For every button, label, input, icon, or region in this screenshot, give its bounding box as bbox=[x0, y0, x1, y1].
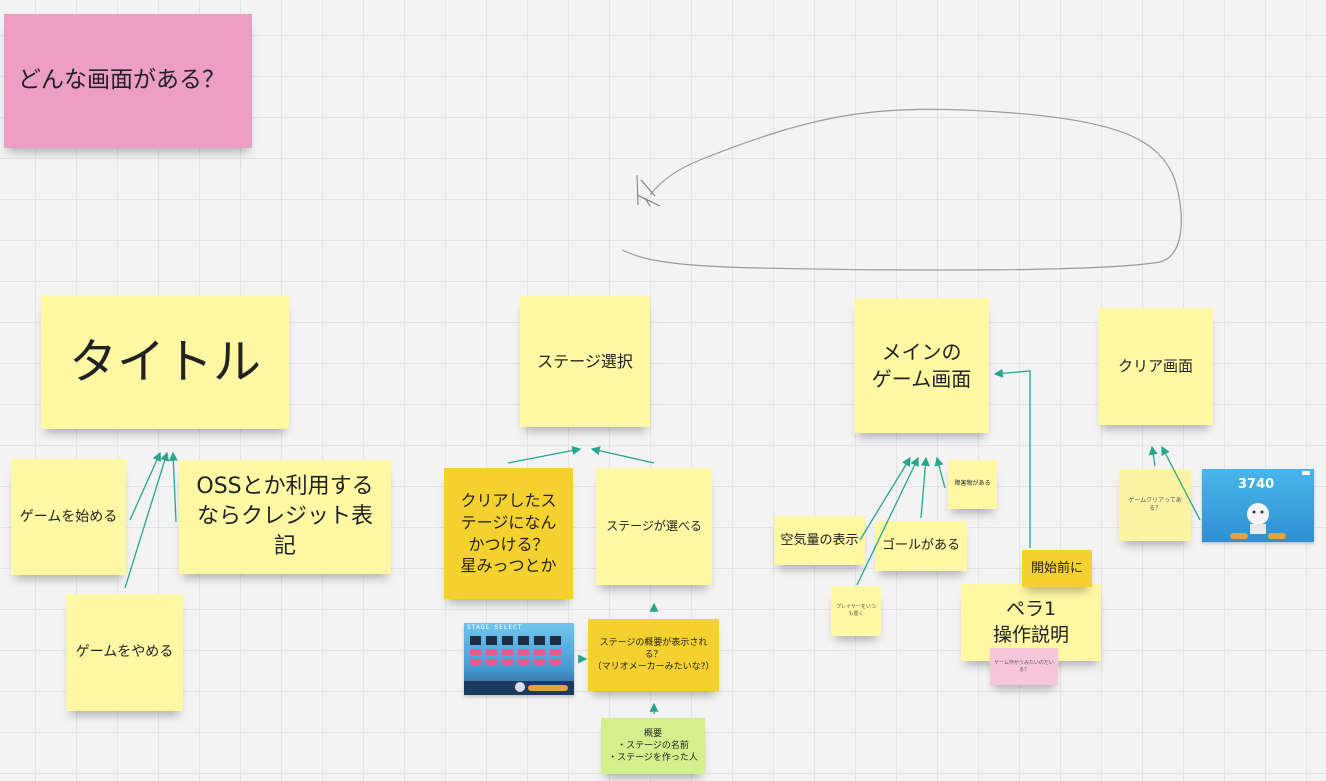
note-clear-screen[interactable]: クリア画面 bbox=[1098, 308, 1213, 425]
connector-cleared-to-stage bbox=[507, 446, 582, 464]
connector-quit-to-title bbox=[124, 451, 170, 589]
note-cleared-mark[interactable]: クリアしたス テージになん かつける？ 星みっつとか bbox=[444, 468, 573, 599]
note-air-display[interactable]: 空気量の表示 bbox=[774, 516, 865, 565]
note-stage-select[interactable]: ステージ選択 bbox=[520, 296, 650, 427]
stage-select-screenshot-title: STAGE SELECT bbox=[467, 624, 523, 631]
note-obstacle[interactable]: 障害物がある bbox=[948, 460, 997, 509]
note-stage-choose[interactable]: ステージが選べる bbox=[596, 468, 712, 585]
clear-score: 3740 bbox=[1238, 477, 1275, 492]
character-icon bbox=[1230, 471, 1310, 539]
note-quit-game[interactable]: ゲームをやめる bbox=[66, 594, 183, 711]
clear-screen-screenshot[interactable]: 3740 bbox=[1202, 469, 1314, 542]
note-start-game[interactable]: ゲームを始める bbox=[11, 459, 126, 575]
connector-choose-to-stage bbox=[590, 446, 655, 464]
stage-grid-icon bbox=[464, 636, 574, 695]
note-stage-overview[interactable]: ステージの概要が表示される？ （マリオメーカーみたいな?） bbox=[588, 619, 719, 691]
connector-start-to-title bbox=[129, 451, 161, 521]
connector-credit-to-title bbox=[168, 451, 178, 523]
connector-air-to-main bbox=[859, 456, 911, 541]
note-main-game[interactable]: メインの ゲーム画面 bbox=[854, 298, 989, 433]
connector-player-to-main bbox=[856, 456, 919, 586]
connector-clearq-to-clear bbox=[1148, 445, 1158, 467]
connector-before-to-main bbox=[993, 368, 1031, 548]
note-pink-small[interactable]: ゲーム作がうみたいのだいる？ bbox=[990, 648, 1058, 685]
stage-select-screenshot[interactable]: STAGE SELECT bbox=[464, 623, 574, 695]
connector-thumb-to-clear bbox=[1161, 445, 1201, 521]
note-goal[interactable]: ゴールがある bbox=[875, 521, 967, 571]
note-before-start[interactable]: 開始前に bbox=[1022, 550, 1092, 587]
note-title[interactable]: タイトル bbox=[41, 295, 289, 429]
note-oss-credit[interactable]: OSSとか利用する ならクレジット表 記 bbox=[179, 460, 391, 574]
note-question[interactable]: どんな画面がある？ bbox=[4, 14, 252, 148]
note-summary[interactable]: 概要 ・ステージの名前 ・ステージを作った人 bbox=[601, 718, 705, 774]
note-player-small[interactable]: プレイヤーをいつも置く bbox=[831, 586, 881, 636]
connector-goal-to-main bbox=[920, 456, 930, 519]
connector-obstacle-to-main bbox=[934, 456, 946, 489]
note-instructions[interactable]: ペラ1 操作説明 bbox=[961, 584, 1101, 661]
